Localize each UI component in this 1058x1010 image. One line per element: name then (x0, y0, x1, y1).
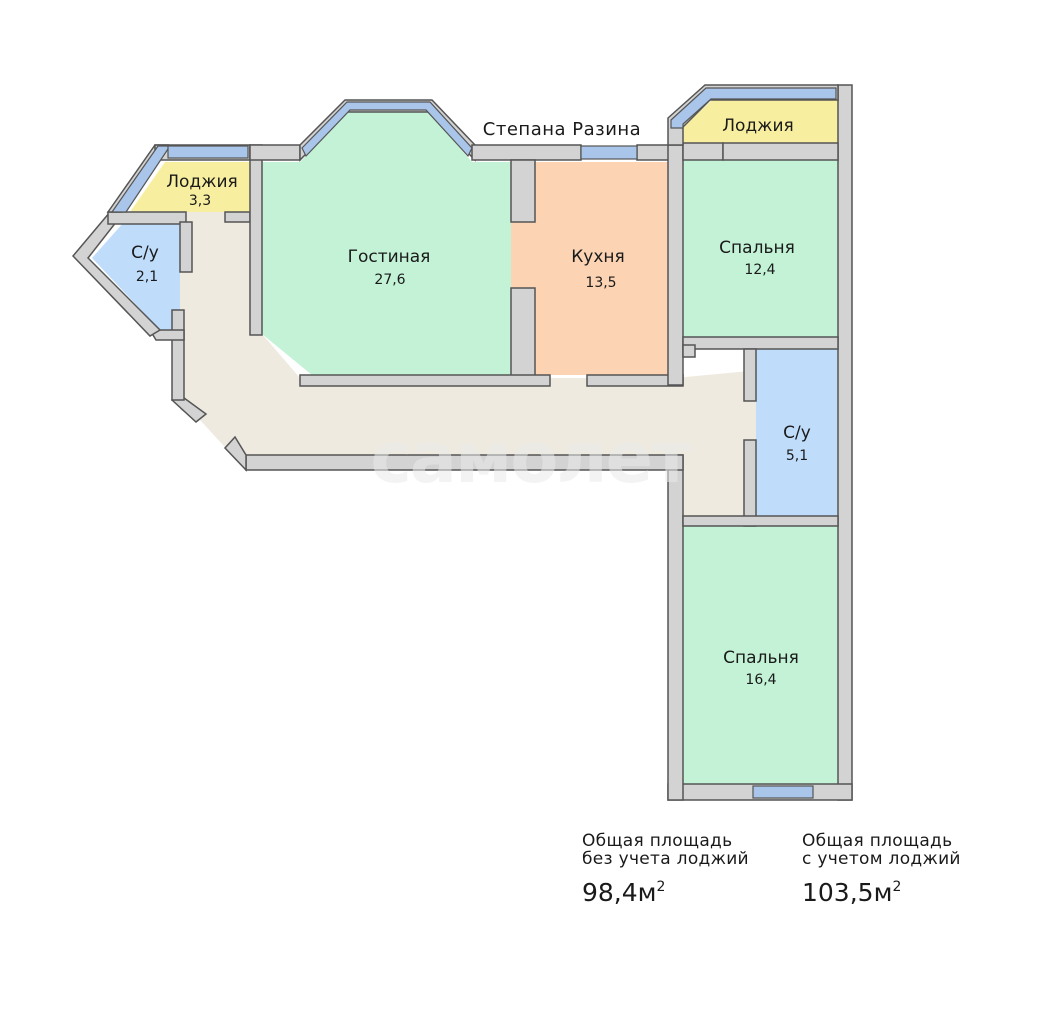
total-without-loggias-number: 98,4м (582, 878, 657, 907)
living-name: Гостиная (348, 247, 431, 267)
bath-left-area: 2,1 (136, 269, 158, 285)
bedroom-bottom-name: Спальня (723, 648, 799, 668)
loggia-right-name: Лоджия (722, 116, 794, 136)
kitchen-name: Кухня (571, 247, 625, 267)
total-with-loggias: Общая площадь с учетом лоджий 103,5м2 (802, 832, 961, 907)
room-bath-right (756, 349, 838, 516)
total-with-loggias-value: 103,5м2 (802, 878, 961, 907)
room-living (262, 112, 511, 375)
loggia-left-area: 3,3 (189, 193, 211, 209)
bedroom-top-area: 12,4 (744, 262, 775, 278)
total-without-loggias-value: 98,4м2 (582, 878, 749, 907)
total-with-loggias-caption-2: с учетом лоджий (802, 849, 961, 869)
watermark-logo: самолет (370, 417, 692, 499)
street-label: Степана Разина (483, 119, 641, 140)
total-without-loggias-caption-2: без учета лоджий (582, 849, 749, 869)
total-without-loggias-unit: 2 (656, 879, 666, 895)
room-loggia-right (683, 100, 838, 143)
bedroom-bottom-area: 16,4 (745, 672, 776, 688)
room-bedroom-bottom (683, 526, 838, 784)
total-without-loggias: Общая площадь без учета лоджий 98,4м2 (582, 832, 749, 907)
total-with-loggias-unit: 2 (892, 879, 902, 895)
kitchen-area: 13,5 (585, 275, 616, 291)
loggia-left-name: Лоджия (166, 172, 238, 192)
room-bath-left (92, 222, 180, 330)
total-with-loggias-caption-1: Общая площадь (802, 831, 953, 851)
living-area: 27,6 (374, 272, 405, 288)
bath-right-name: С/у (783, 423, 811, 443)
bedroom-top-name: Спальня (719, 238, 795, 258)
bath-left-name: С/у (131, 243, 159, 263)
bath-right-area: 5,1 (786, 448, 808, 464)
room-bedroom-top (683, 160, 838, 337)
total-without-loggias-caption-1: Общая площадь (582, 831, 733, 851)
room-loggia-left (130, 162, 250, 212)
windows (110, 87, 837, 799)
total-with-loggias-number: 103,5м (802, 878, 893, 907)
room-kitchen (511, 162, 668, 375)
hallway (180, 212, 760, 525)
